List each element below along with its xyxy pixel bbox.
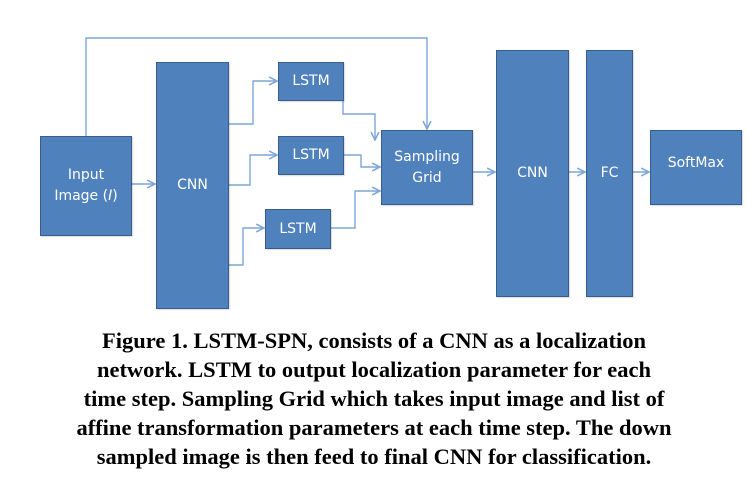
lstm-node-3: LSTM (265, 209, 331, 249)
sampling-grid-node: Sampling Grid (381, 130, 473, 205)
edge-lstm-1-to-sampling-grid (342, 100, 375, 140)
cnn-localization-node: CNN (156, 62, 229, 309)
cnn-classifier-node: CNN (496, 50, 569, 297)
cnn-classifier-label: CNN (517, 165, 548, 181)
edge-input-to-sampling-grid (85, 37, 427, 136)
caption-line: affine transformation parameters at each… (76, 415, 672, 440)
fc-label: FC (600, 165, 619, 181)
lstm-2-label: LSTM (292, 147, 330, 163)
sampling-grid-label: Sampling Grid (394, 148, 460, 186)
fc-node: FC (586, 50, 633, 297)
cnn-localization-label: CNN (177, 177, 208, 193)
edge-cnn-to-lstm-2 (228, 155, 277, 186)
lstm-node-1: LSTM (278, 62, 344, 101)
figure-caption: Figure 1. LSTM-SPN, consists of a CNN as… (20, 326, 728, 471)
caption-line: sampled image is then feed to final CNN … (96, 444, 652, 469)
caption-line: network. LSTM to output localization par… (96, 357, 652, 382)
edge-lstm-3-to-sampling-grid (330, 191, 380, 229)
connector-layer (85, 37, 748, 266)
softmax-label: SoftMax (667, 155, 725, 171)
softmax-node: SoftMax (650, 130, 742, 205)
caption-line: Figure 1. LSTM-SPN, consists of a CNN as… (102, 328, 646, 353)
edge-cnn-to-lstm-1 (228, 81, 277, 125)
edge-lstm-2-to-sampling-grid (343, 154, 380, 167)
edge-cnn-to-lstm-3 (228, 228, 264, 266)
caption-line: time step. Sampling Grid which takes inp… (83, 386, 665, 411)
lstm-1-label: LSTM (292, 73, 330, 89)
lstm-3-label: LSTM (279, 220, 317, 237)
lstm-node-2: LSTM (278, 136, 344, 175)
